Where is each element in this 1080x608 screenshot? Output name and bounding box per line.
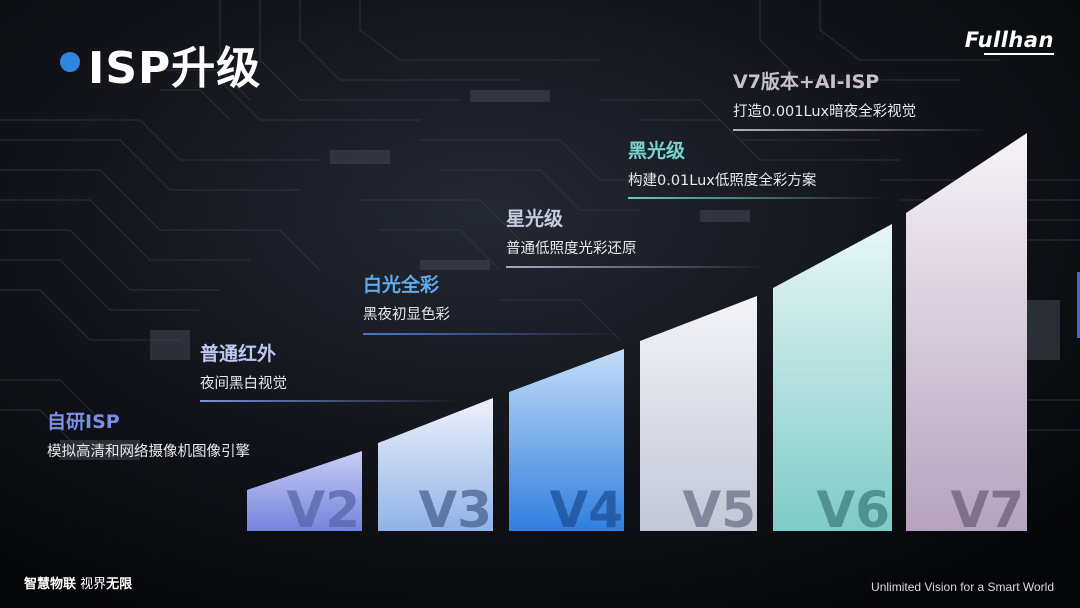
stage-3-divider [363, 333, 623, 335]
stage-title: 星光级 [506, 208, 564, 230]
stage-title: 黑光级 [628, 140, 686, 162]
stage-description: 夜间黑白视觉 [200, 376, 287, 392]
stage-description: 黑夜初显色彩 [363, 307, 450, 323]
brand-logo-underline [984, 53, 1054, 55]
version-label-v7: V7 [951, 481, 1025, 539]
stage-5-divider [628, 197, 888, 199]
bar-v6 [773, 224, 892, 531]
version-label-v2: V2 [287, 481, 361, 539]
stage-description: 打造0.001Lux暗夜全彩视觉 [733, 104, 917, 120]
title-bullet [60, 52, 80, 72]
bar-v5 [640, 296, 757, 531]
bar-v7 [906, 133, 1027, 531]
version-label-v6: V6 [817, 481, 891, 539]
stage-2-divider [200, 400, 460, 402]
page-title: ISP升级 [88, 43, 262, 94]
stage-6: V7版本+AI-ISP 打造0.001Lux暗夜全彩视觉 [733, 67, 916, 121]
stage-4: 星光级 普通低照度光彩还原 [506, 204, 637, 258]
version-label-v3: V3 [419, 481, 493, 539]
stage-4-divider [506, 266, 766, 268]
stage-description: 普通低照度光彩还原 [506, 241, 637, 257]
version-label-v4: V4 [550, 481, 624, 539]
footer-slogan-c: 无限 [106, 577, 133, 592]
stage-title: 自研ISP [47, 411, 120, 433]
stage-1: 自研ISP 模拟高清和网络摄像机图像引擎 [47, 407, 250, 461]
stage-6-divider [733, 129, 993, 131]
stage-title: V7版本+AI-ISP [733, 71, 880, 93]
version-label-v5: V5 [683, 481, 757, 539]
bar-v4 [509, 349, 624, 531]
stage-5: 黑光级 构建0.01Lux低照度全彩方案 [628, 136, 816, 190]
brand-logo: Fullhan [964, 28, 1054, 52]
footer-slogan-a: 智慧物联 [24, 577, 77, 592]
stage-2: 普通红外 夜间黑白视觉 [200, 339, 287, 393]
stage-title: 普通红外 [200, 343, 277, 365]
stage-3: 白光全彩 黑夜初显色彩 [363, 270, 450, 324]
side-accent-bar [1077, 272, 1080, 338]
stage-description: 构建0.01Lux低照度全彩方案 [628, 173, 817, 189]
bar-v3 [378, 398, 493, 531]
footer-slogan-b: 视界 [80, 577, 107, 592]
bar-v2 [247, 451, 362, 531]
stage-title: 白光全彩 [363, 274, 440, 296]
stage-description: 模拟高清和网络摄像机图像引擎 [47, 444, 250, 460]
footer-slogan: 智慧物联 视界无限 [24, 573, 132, 592]
footer-tagline: Unlimited Vision for a Smart World [871, 580, 1054, 594]
